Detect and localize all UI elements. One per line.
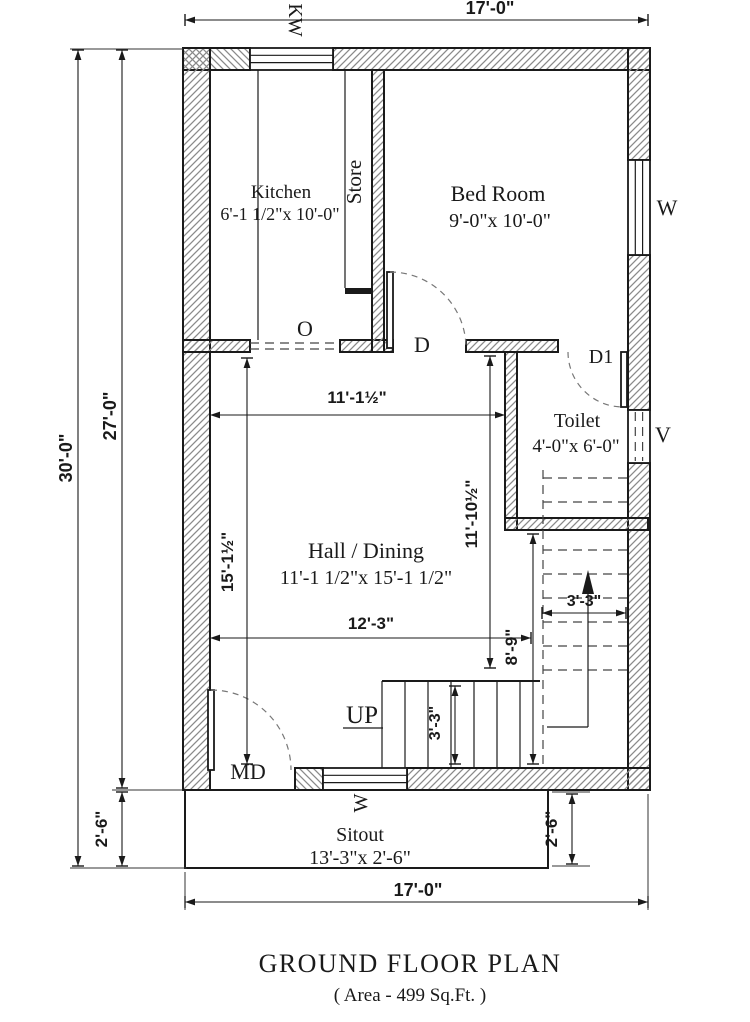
kitchen-window-label: KW (284, 3, 306, 36)
stair-flight-run-value: 8'-9" (502, 629, 521, 666)
hall-size: 11'-1 1/2"x 15'-1 1/2" (280, 567, 452, 589)
total-depth-value: 30'-0" (56, 434, 76, 483)
opening-labels: KW W V D D1 O MD W UP (230, 3, 677, 812)
hall-clear-width-value: 12'-3" (348, 614, 394, 633)
toilet-size: 4'-0"x 6'-0" (532, 436, 619, 457)
dimension-hall-depth: 15'-1½" (218, 357, 253, 765)
store-bedroom-wall (371, 69, 385, 353)
bedroom-bottom-wall (465, 339, 559, 353)
bedroom-window (627, 159, 651, 256)
kitchen-size: 6'-1 1/2"x 10'-0" (220, 204, 339, 224)
stair-up-label: UP (346, 702, 378, 729)
dimension-sitout-depth-left: 2'-6" (92, 791, 128, 867)
right-wall-lower (627, 462, 651, 791)
main-door-label: MD (230, 759, 265, 784)
toilet-bottom-wall (504, 517, 649, 531)
ventilator-label: V (655, 422, 671, 447)
right-wall-middle (627, 254, 651, 411)
sitout-depth-right-value: 2'-6" (542, 811, 561, 848)
right-wall-upper (627, 47, 651, 161)
title-block: GROUND FLOOR PLAN ( Area - 499 Sq.Ft. ) (259, 949, 562, 1006)
store-label: Store (342, 160, 366, 204)
hall-depth-value: 15'-1½" (218, 532, 237, 592)
windows (249, 47, 651, 791)
bedroom-door (386, 271, 467, 349)
doors (207, 271, 628, 771)
main-door (207, 689, 292, 771)
hall-width-value: 11'-1½" (327, 388, 386, 407)
staircase (343, 470, 628, 768)
dimension-stair-width-upper: 3'-3" (541, 593, 627, 619)
toilet-ventilator (627, 409, 651, 464)
interior-walls (182, 69, 649, 531)
stair-width-lower-value: 3'-3" (427, 706, 444, 741)
toilet-door (567, 351, 628, 408)
bottom-width-value: 17'-0" (394, 880, 443, 900)
dimension-top-width: 17'-0" (184, 0, 649, 26)
bedroom-window-label: W (657, 195, 678, 220)
room-labels: Kitchen 6'-1 1/2"x 10'-0" Store Bed Room… (220, 160, 619, 869)
dimension-hall-width: 11'-1½" (209, 388, 506, 421)
dimension-lines: 17'-0" 17'-0" 30'-0" 27'-0" 2'-6" 2'-6" … (56, 0, 649, 910)
bedroom-label: Bed Room (451, 181, 546, 206)
toilet-label: Toilet (554, 410, 601, 432)
sitout-outline (184, 789, 549, 869)
kitchen-opening-label: O (297, 316, 313, 341)
dimension-stair-width-lower: 3'-3" (427, 685, 461, 765)
dimension-sitout-depth-right: 2'-6" (542, 793, 578, 865)
dimension-main-depth: 27'-0" (100, 49, 128, 789)
stair-up-arrow-icon (582, 570, 594, 594)
kitchen-bottom-wall-right (339, 339, 394, 353)
drawing-title: GROUND FLOOR PLAN (259, 949, 562, 978)
toilet-door-label: D1 (589, 346, 613, 368)
top-wall-right (332, 47, 651, 71)
stair-zone-depth-value: 11'-10½" (462, 480, 481, 549)
kitchen-opening-dashes (250, 342, 340, 350)
hall-label: Hall / Dining (308, 538, 424, 563)
left-wall (182, 47, 211, 791)
extension-lines (70, 48, 649, 910)
kitchen-label: Kitchen (251, 182, 312, 203)
bedroom-size: 9'-0"x 10'-0" (449, 210, 551, 232)
kitchen-window (249, 47, 334, 71)
sitout-window (322, 767, 408, 791)
sitout-depth-left-value: 2'-6" (92, 811, 111, 848)
dimension-stair-zone-depth: 11'-10½" (462, 355, 496, 669)
dimension-bottom-width: 17'-0" (184, 880, 649, 908)
kitchen-bottom-wall-left (182, 339, 251, 353)
sitout-window-label: W (350, 793, 372, 812)
sitout-label: Sitout (336, 824, 384, 846)
stair-width-upper-value: 3'-3" (567, 593, 602, 610)
top-width-value: 17'-0" (466, 0, 515, 18)
kitchen-store-detail (257, 70, 372, 340)
main-depth-value: 27'-0" (100, 392, 120, 441)
bottom-wall-right (406, 767, 651, 791)
dimension-hall-clear-width: 12'-3" (209, 614, 532, 644)
bottom-wall-pier (294, 767, 324, 791)
drawing-subtitle: ( Area - 499 Sq.Ft. ) (334, 985, 487, 1006)
toilet-left-wall (504, 351, 518, 531)
dimension-total-depth: 30'-0" (56, 49, 84, 867)
sitout-size: 13'-3"x 2'-6" (309, 847, 411, 869)
bedroom-door-label: D (414, 332, 430, 357)
